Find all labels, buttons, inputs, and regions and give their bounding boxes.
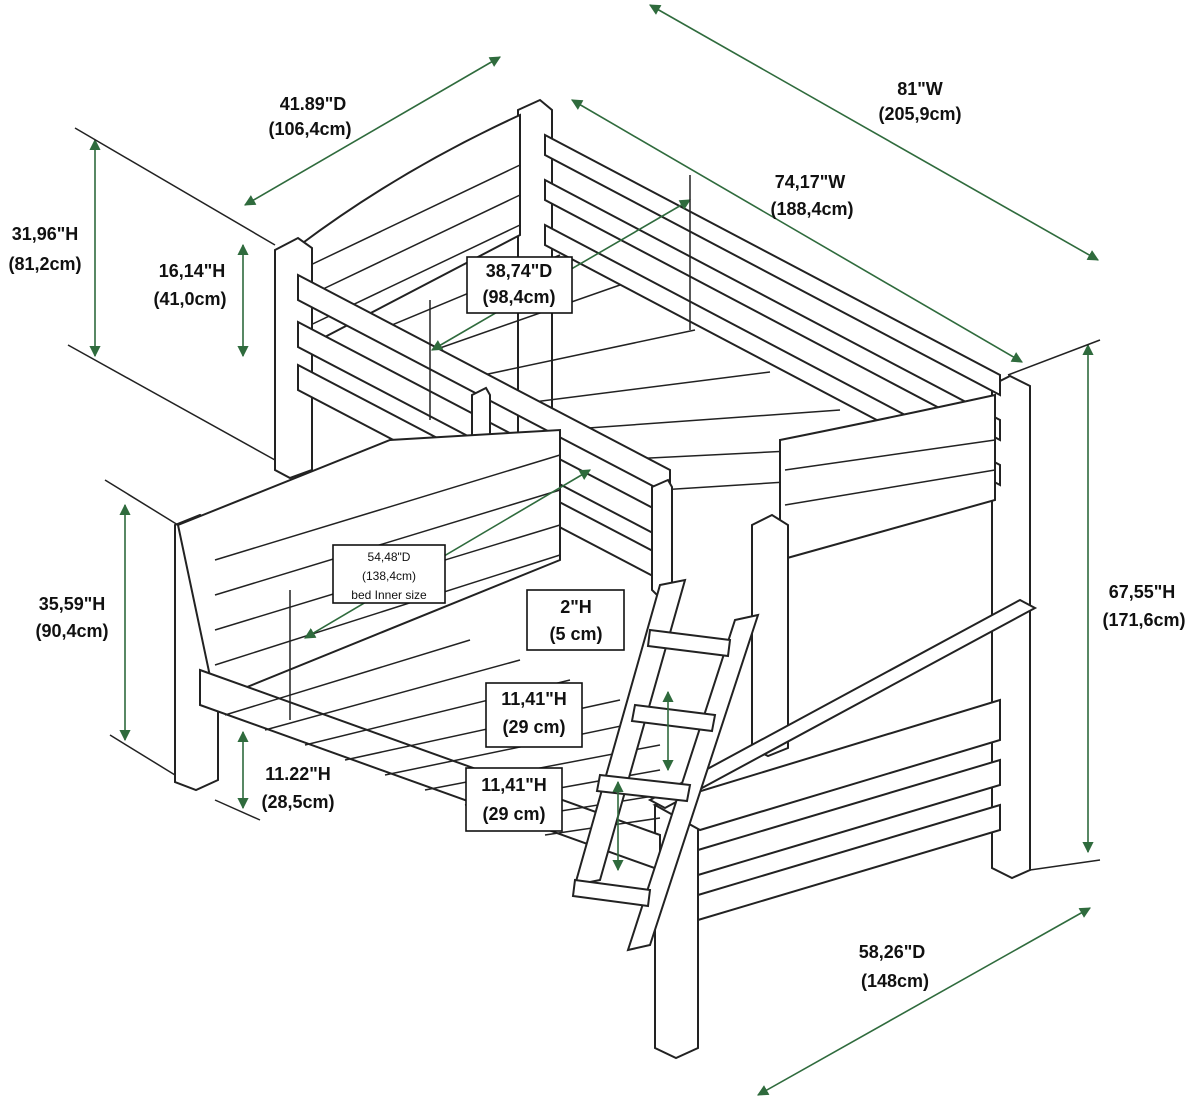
post-front-mid (651, 478, 673, 598)
total-top-inches: 31,96"H (12, 224, 79, 244)
svg-text:16,14"H: 16,14"H (159, 261, 226, 281)
label-step-gap-2: 11,41"H (29 cm) (465, 767, 563, 832)
total-height-cm: (171,6cm) (1102, 610, 1185, 630)
svg-text:(29 cm): (29 cm) (502, 717, 565, 737)
upper-footboard-slats (784, 439, 996, 506)
step-thickness-cm: (5 cm) (549, 624, 602, 644)
bottom-inner-note: bed Inner size (351, 588, 427, 602)
svg-text:(90,4cm): (90,4cm) (35, 621, 108, 641)
top-depth-cm: (106,4cm) (268, 119, 351, 139)
svg-text:(29 cm): (29 cm) (482, 804, 545, 824)
svg-text:58,26"D: 58,26"D (859, 942, 926, 962)
post-ladder (751, 513, 789, 758)
label-inner-width: 74,17"W (188,4cm) (770, 172, 853, 219)
footboard-top-cap (647, 598, 1038, 810)
svg-text:2"H: 2"H (560, 597, 592, 617)
total-height-inches: 67,55"H (1109, 582, 1176, 602)
bunk-bed-illustration (174, 98, 1038, 1060)
top-depth-inches: 41.89"D (280, 94, 347, 114)
label-bottom-depth: 58,26"D (148cm) (859, 942, 929, 991)
step-gap-2-inches: 11,41"H (481, 775, 547, 795)
label-rail-height: 16,14"H (41,0cm) (153, 261, 226, 309)
svg-text:38,74"D: 38,74"D (486, 261, 553, 281)
svg-text:11,41"H: 11,41"H (501, 689, 567, 709)
svg-text:(28,5cm): (28,5cm) (261, 792, 334, 812)
label-bottom-height: 35,59"H (90,4cm) (35, 594, 108, 641)
svg-text:(171,6cm): (171,6cm) (1102, 610, 1185, 630)
lower-footboard-rails (697, 758, 1001, 922)
rail-height-inches: 16,14"H (159, 261, 226, 281)
step-gap-2-cm: (29 cm) (482, 804, 545, 824)
width-inches: 81"W (897, 79, 943, 99)
svg-text:(138,4cm): (138,4cm) (362, 569, 416, 583)
svg-text:11.22"H: 11.22"H (265, 764, 331, 784)
label-total-height: 67,55"H (171,6cm) (1102, 582, 1185, 630)
clearance-inches: 11.22"H (265, 764, 331, 784)
svg-text:67,55"H: 67,55"H (1109, 582, 1176, 602)
svg-text:35,59"H: 35,59"H (39, 594, 106, 614)
svg-text:(98,4cm): (98,4cm) (482, 287, 555, 307)
svg-text:bed Inner size: bed Inner size (351, 588, 427, 602)
svg-text:(41,0cm): (41,0cm) (153, 289, 226, 309)
post-front-left-upper (274, 236, 313, 480)
label-top-inner: 38,74"D (98,4cm) (466, 256, 573, 314)
svg-text:(188,4cm): (188,4cm) (770, 199, 853, 219)
bottom-depth-cm: (148cm) (861, 971, 929, 991)
label-width: 81"W (205,9cm) (878, 79, 961, 124)
inner-width-inches: 74,17"W (775, 172, 846, 192)
rail-height-cm: (41,0cm) (153, 289, 226, 309)
top-inner-cm: (98,4cm) (482, 287, 555, 307)
svg-text:74,17"W: 74,17"W (775, 172, 846, 192)
upper-footboard (779, 393, 996, 562)
svg-text:(205,9cm): (205,9cm) (878, 104, 961, 124)
clearance-cm: (28,5cm) (261, 792, 334, 812)
label-top-depth: 41.89"D (106,4cm) (268, 94, 351, 139)
svg-text:11,41"H: 11,41"H (481, 775, 547, 795)
width-cm: (205,9cm) (878, 104, 961, 124)
bottom-inner-cm: (138,4cm) (362, 569, 416, 583)
svg-text:(81,2cm): (81,2cm) (8, 254, 81, 274)
svg-text:(148cm): (148cm) (861, 971, 929, 991)
bottom-depth-inches: 58,26"D (859, 942, 926, 962)
label-clearance: 11.22"H (28,5cm) (261, 764, 334, 812)
bottom-height-inches: 35,59"H (39, 594, 106, 614)
svg-text:(5 cm): (5 cm) (549, 624, 602, 644)
label-step-gap-1: 11,41"H (29 cm) (485, 682, 583, 748)
inner-width-cm: (188,4cm) (770, 199, 853, 219)
total-top-cm: (81,2cm) (8, 254, 81, 274)
svg-text:31,96"H: 31,96"H (12, 224, 79, 244)
step-gap-1-inches: 11,41"H (501, 689, 567, 709)
bottom-inner-inches: 54,48"D (368, 550, 411, 564)
bottom-height-cm: (90,4cm) (35, 621, 108, 641)
svg-text:(106,4cm): (106,4cm) (268, 119, 351, 139)
dimension-lines (67, 4, 1101, 1096)
label-step-thickness: 2"H (5 cm) (526, 589, 625, 651)
label-total-top: 31,96"H (81,2cm) (8, 224, 81, 274)
step-gap-1-cm: (29 cm) (502, 717, 565, 737)
top-inner-inches: 38,74"D (486, 261, 553, 281)
svg-text:81"W: 81"W (897, 79, 943, 99)
step-thickness-inches: 2"H (560, 597, 592, 617)
label-bottom-inner: 54,48"D (138,4cm) bed Inner size (332, 544, 446, 604)
extension-lines (67, 127, 1101, 871)
svg-text:54,48"D: 54,48"D (368, 550, 411, 564)
ladder (571, 578, 760, 952)
svg-text:41.89"D: 41.89"D (280, 94, 347, 114)
